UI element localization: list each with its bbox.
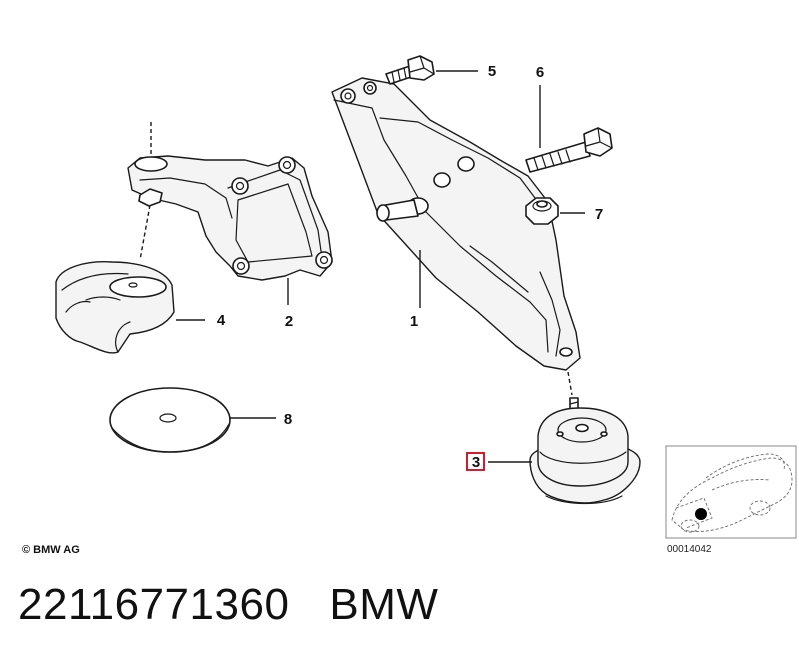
callout-5: 5 (488, 63, 496, 80)
engine-mount-part-3 (466, 397, 641, 505)
round-plate-part-8 (109, 387, 276, 453)
callout-6: 6 (536, 64, 544, 81)
callout-2: 2 (285, 313, 293, 330)
location-marker-icon (695, 508, 707, 520)
callout-1: 1 (410, 313, 418, 330)
engine-bracket-part-2 (127, 122, 333, 305)
brand-name: BMW (329, 580, 439, 629)
callout-3: 3 (472, 454, 480, 471)
heat-shield-part-4 (55, 260, 205, 354)
nut-part-7 (525, 197, 585, 225)
long-bolt-part-6 (525, 85, 613, 173)
callout-8: 8 (284, 411, 292, 428)
callout-4: 4 (217, 312, 226, 329)
bolt-part-5 (385, 55, 478, 85)
part-number: 22116771360 (18, 580, 290, 629)
callout-7: 7 (595, 206, 603, 223)
part-caption: 22116771360 BMW (18, 580, 438, 630)
car-outline-icon (671, 453, 793, 533)
vehicle-locator-thumbnail (665, 445, 797, 539)
thumbnail-code: 00014042 (667, 544, 712, 555)
highlight-box (466, 452, 485, 471)
copyright-label: © BMW AG (22, 544, 80, 556)
engine-mount-arm-part-1 (331, 77, 581, 396)
